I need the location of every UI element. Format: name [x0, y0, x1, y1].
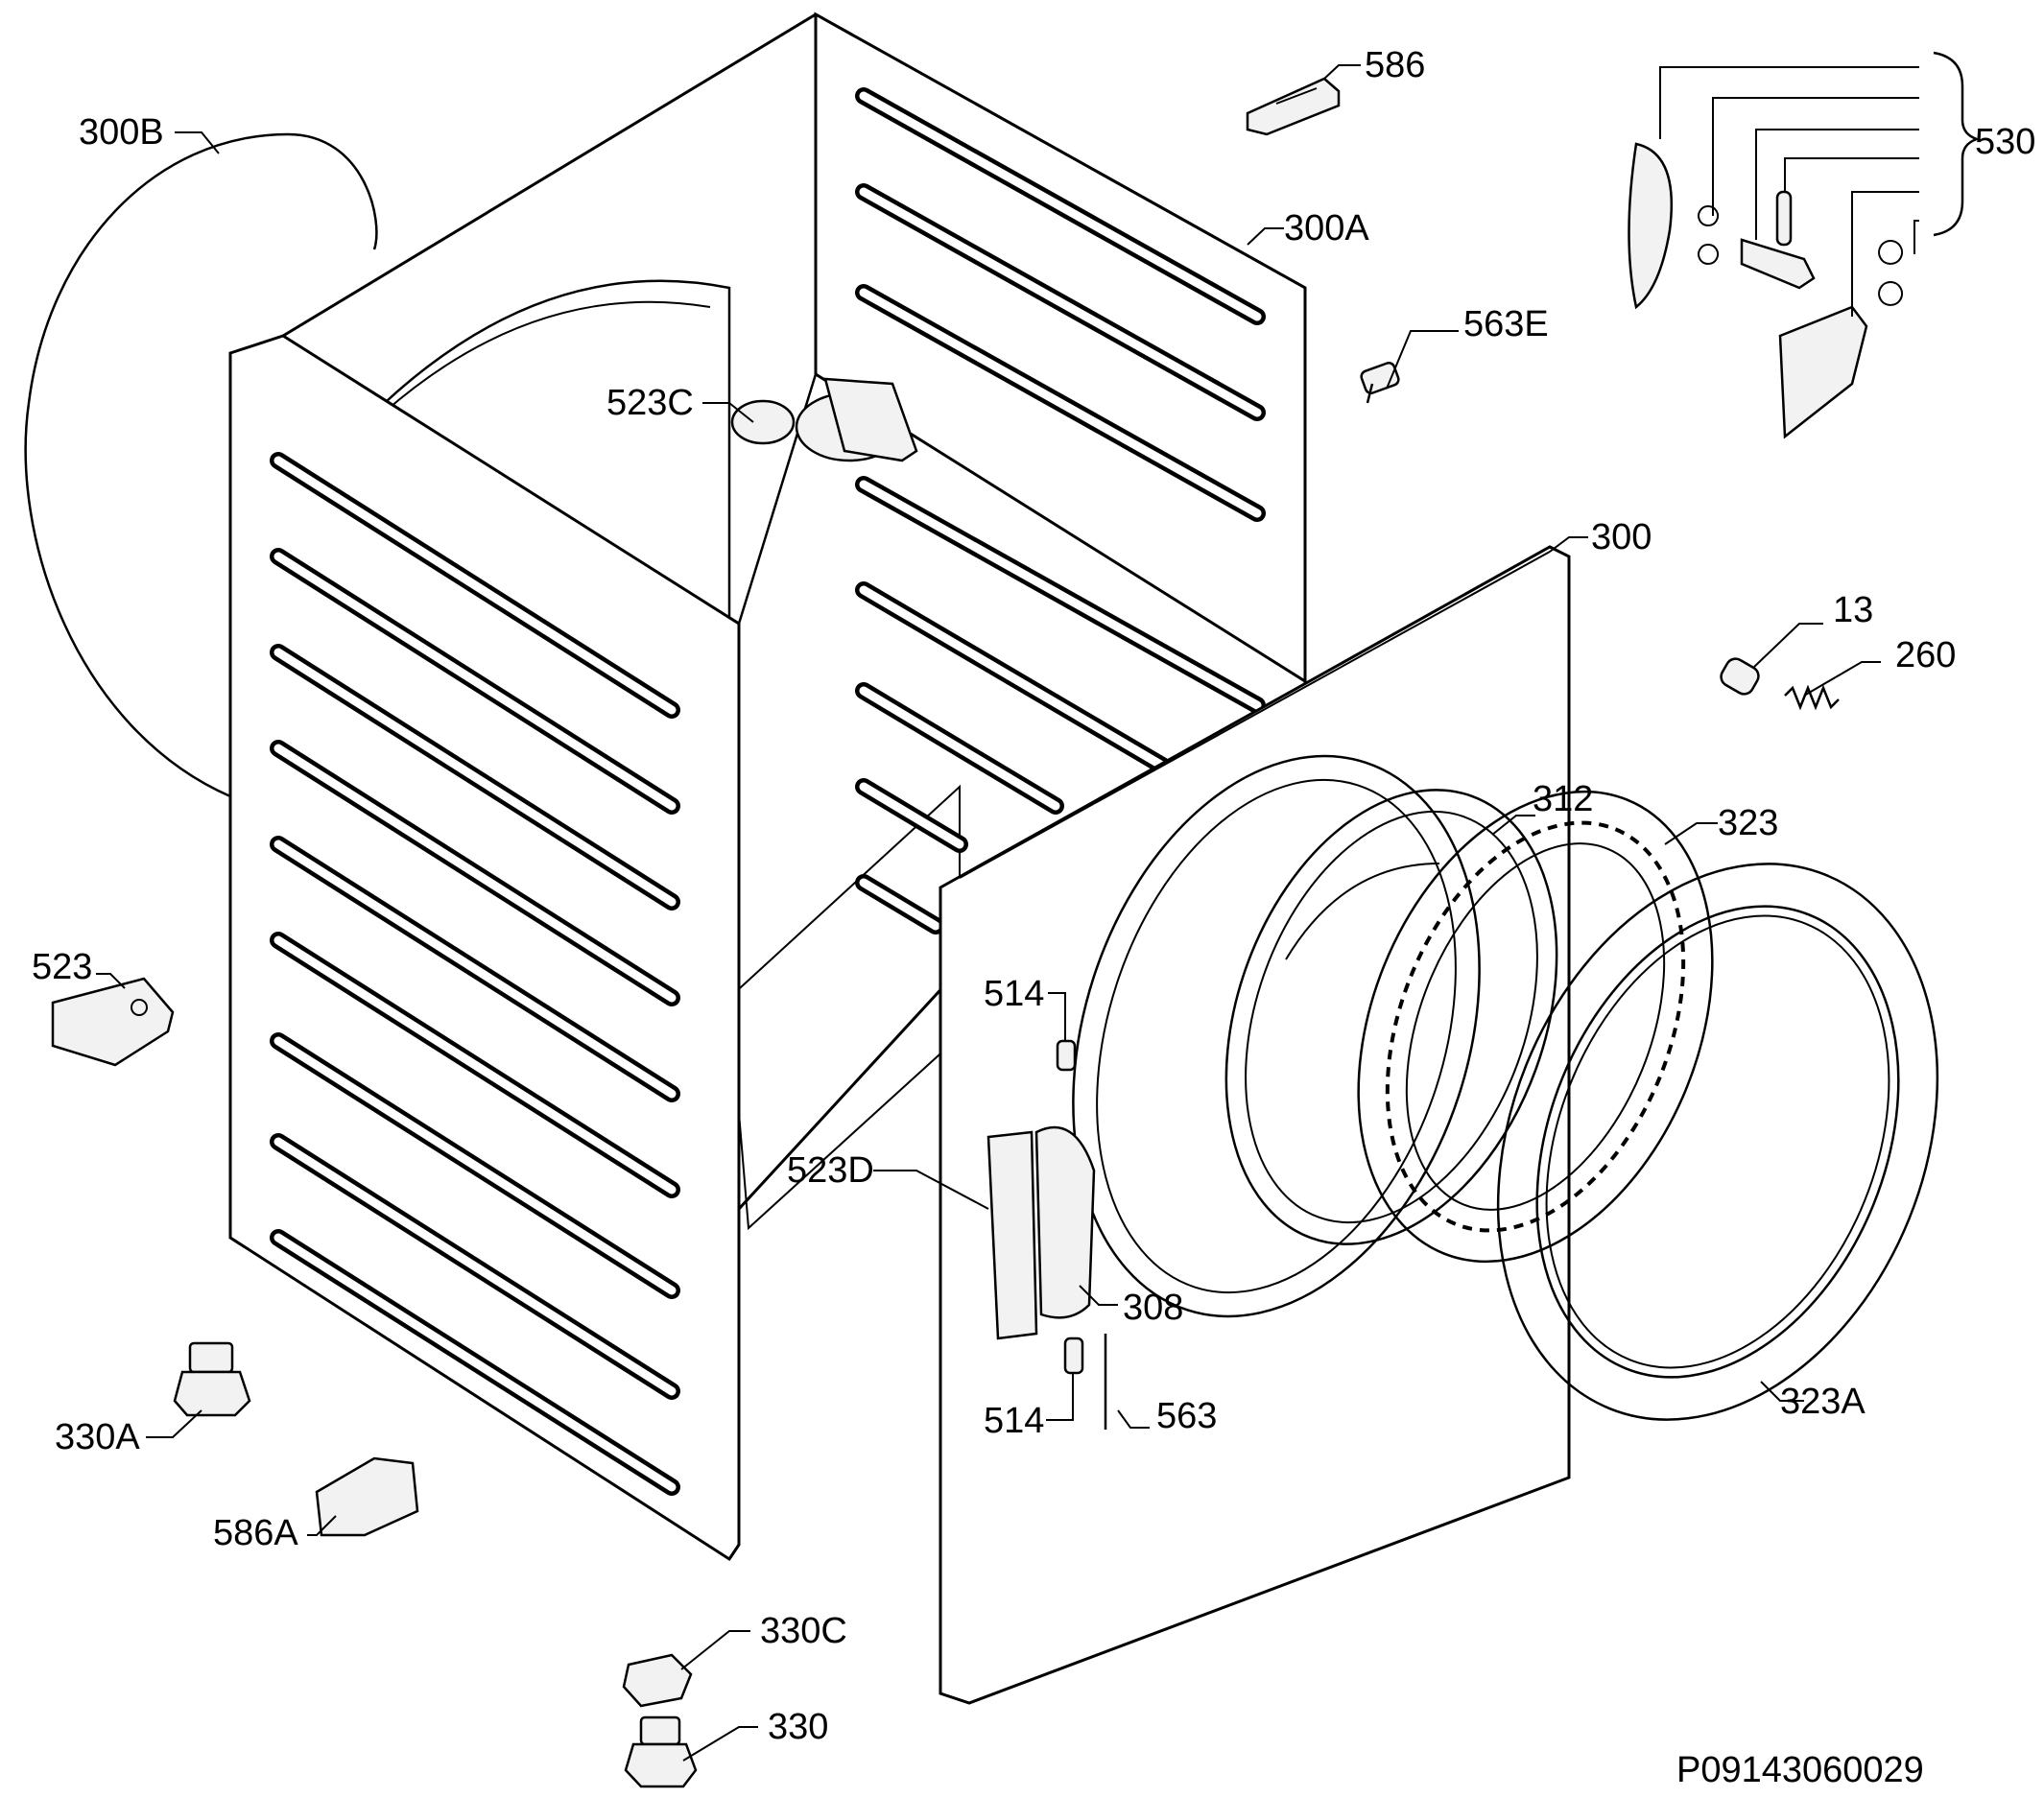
label-563: 563 [1156, 1396, 1217, 1436]
label-330A: 330A [55, 1417, 140, 1457]
part-586 [1246, 77, 1341, 136]
part-330A [173, 1341, 251, 1417]
part-13 [1720, 657, 1760, 696]
front-panel [939, 545, 1571, 1705]
part-523C [730, 377, 918, 462]
part-523D [986, 1130, 1038, 1340]
label-514-bottom: 514 [984, 1401, 1044, 1441]
door-opening-outer [1072, 754, 1481, 1318]
label-523D: 523D [787, 1150, 874, 1191]
label-300: 300 [1591, 517, 1652, 557]
inner-drum-arc [364, 279, 731, 921]
cabinet-right-wall [814, 12, 1307, 684]
cabinet [228, 12, 1307, 1562]
part-514-bottom [1063, 1337, 1084, 1375]
label-312: 312 [1533, 779, 1593, 819]
door-glass-312 [1224, 789, 1558, 1245]
label-323: 323 [1718, 803, 1778, 843]
part-523 [51, 977, 175, 1067]
label-514-top: 514 [984, 974, 1044, 1014]
door-frame-323 [1357, 790, 1714, 1264]
left-panel-stripes [270, 452, 680, 1496]
part-308 [1034, 1125, 1096, 1319]
door-opening-ring [1072, 754, 1481, 1318]
part-530-assembly [1628, 142, 1904, 439]
part-330 [624, 1715, 698, 1788]
part-586A [315, 1456, 419, 1537]
label-330: 330 [768, 1707, 828, 1747]
part-260 [1784, 684, 1840, 711]
label-308: 308 [1123, 1288, 1183, 1328]
label-300B: 300B [79, 112, 164, 153]
label-563E: 563E [1463, 304, 1549, 344]
part-514-top [1056, 1039, 1077, 1072]
label-523: 523 [32, 947, 92, 987]
right-panel-stripes [855, 87, 1266, 934]
label-300A: 300A [1284, 208, 1369, 248]
front-panel-top-edge [959, 551, 1551, 879]
label-523C: 523C [606, 383, 694, 423]
part-563E [1360, 362, 1400, 404]
part-530-bracket-lines [1659, 51, 1981, 317]
part-330C [622, 1653, 693, 1708]
reference-code: P09143060029 [1676, 1750, 1924, 1790]
inner-drum-arc-2 [383, 300, 711, 414]
label-13: 13 [1833, 590, 1873, 630]
label-323A: 323A [1780, 1382, 1866, 1422]
label-260: 260 [1895, 635, 1956, 675]
label-330C: 330C [760, 1611, 847, 1651]
door-ring-323A [1496, 863, 1939, 1421]
door-opening-inner [1096, 778, 1457, 1294]
leader-lines [96, 64, 1881, 1762]
label-530: 530 [1975, 122, 2035, 162]
part-labels: 300B 586 530 300A 563E 523C 300 13 260 3… [32, 45, 2035, 1790]
label-586A: 586A [213, 1513, 298, 1553]
front-panel-plate [939, 545, 1571, 1705]
gasket-ring-300B [24, 132, 378, 798]
label-586: 586 [1365, 45, 1425, 85]
